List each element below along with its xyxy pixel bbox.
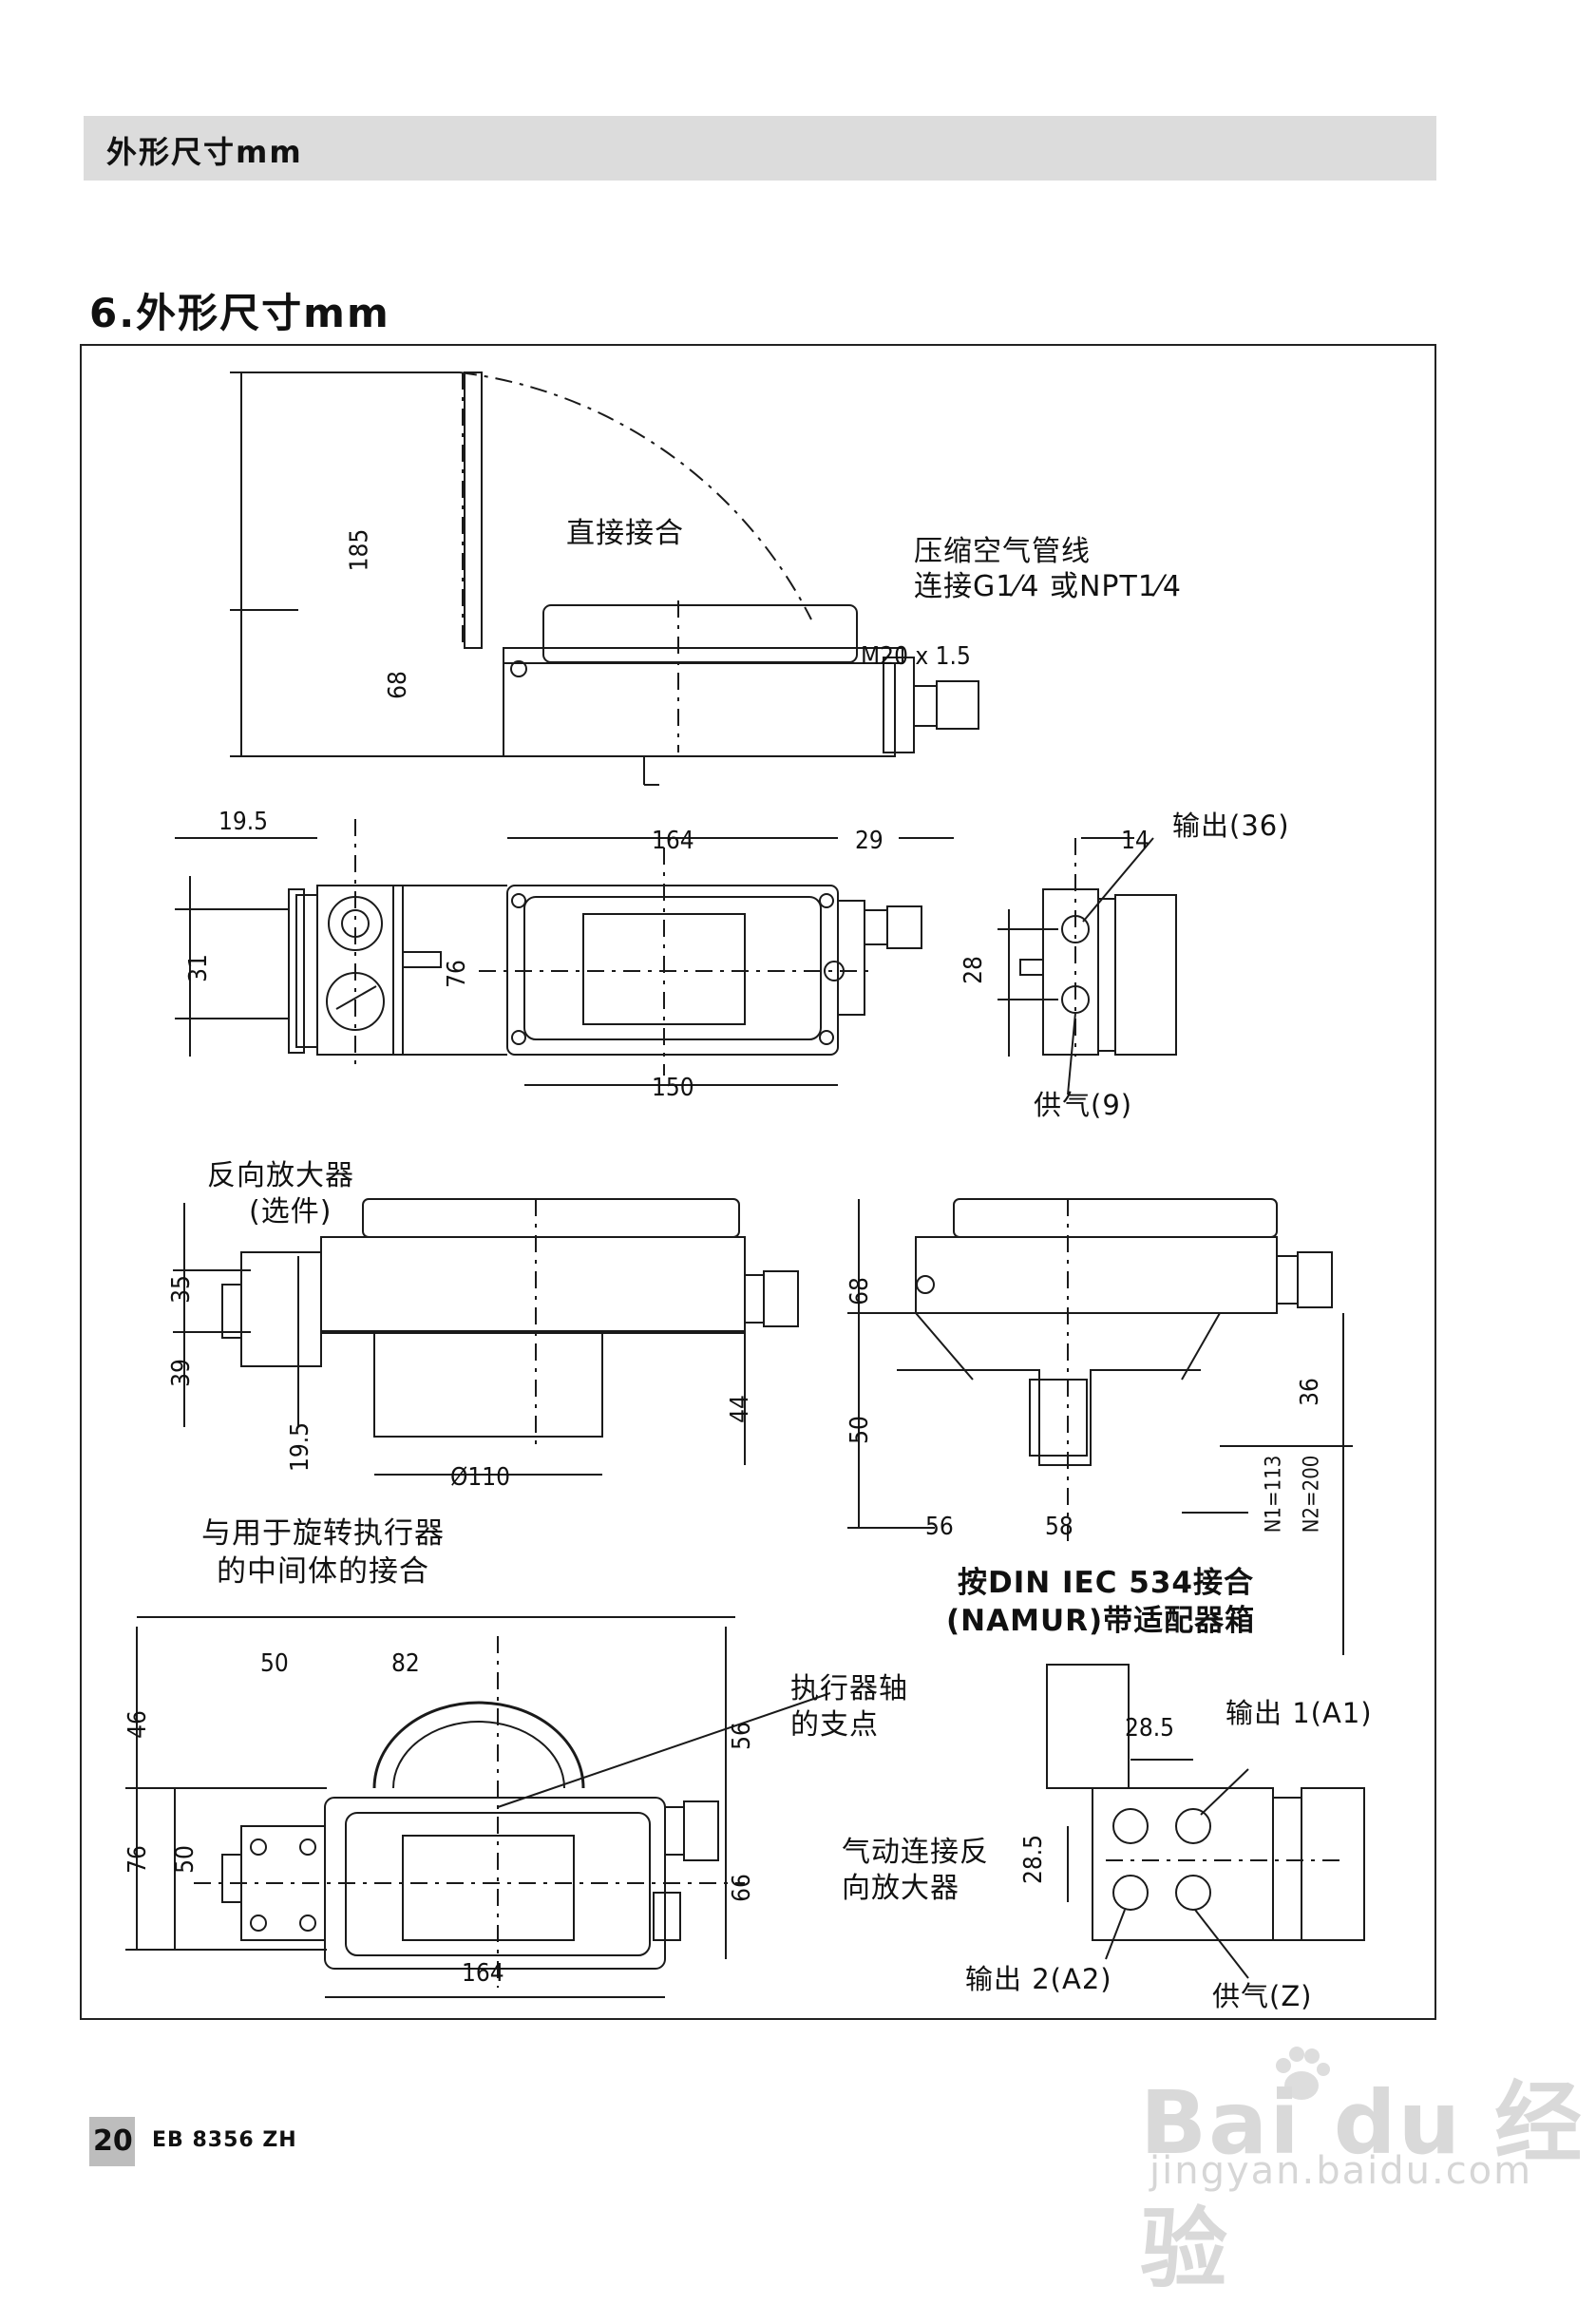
n2-label: N2=200 — [1300, 1455, 1324, 1533]
reversing-amp-label: 反向放大器 — [207, 1159, 354, 1192]
pivot-label-2: 的支点 — [790, 1708, 879, 1742]
air-line-label-2: 连接G1⁄4 或NPT1⁄4 — [914, 570, 1183, 603]
reversing-amp-view — [173, 1198, 799, 1476]
dim-50b-bottom: 50 — [170, 1845, 200, 1874]
namur-view — [847, 1198, 1353, 1655]
right-view — [998, 837, 1177, 1095]
dim-164-front: 164 — [652, 827, 694, 855]
dim-19-5-side: 19.5 — [218, 808, 269, 836]
dim-39: 39 — [166, 1359, 196, 1387]
dim-46: 46 — [123, 1710, 152, 1739]
bottom-view — [125, 1616, 831, 1998]
doc-reference: EB 8356 ZH — [152, 2128, 297, 2152]
technical-drawing — [125, 371, 1365, 1998]
dim-19-5-rev: 19.5 — [286, 1421, 315, 1473]
pneumatic-label-2: 向放大器 — [842, 1872, 960, 1905]
dim-76-bottom: 76 — [123, 1845, 152, 1874]
side-view-left — [175, 819, 442, 1066]
paw-icon — [1276, 2047, 1330, 2100]
supply-z-label: 供气(Z) — [1212, 1980, 1313, 2012]
supply-9-label: 供气(9) — [1034, 1089, 1133, 1121]
dim-31: 31 — [183, 954, 213, 982]
page-number-box: 20 — [89, 2117, 135, 2166]
option-label: (选件) — [249, 1195, 332, 1229]
front-view — [384, 837, 954, 1086]
dim-diameter-110: Ø110 — [450, 1463, 511, 1492]
dim-28-5-h: 28.5 — [1125, 1714, 1175, 1743]
dim-44: 44 — [725, 1395, 754, 1423]
dim-82: 82 — [391, 1649, 420, 1678]
dim-36-namur: 36 — [1295, 1378, 1324, 1406]
dim-50-namur: 50 — [845, 1416, 874, 1444]
dim-68-top: 68 — [383, 671, 412, 699]
dim-76-front: 76 — [442, 960, 471, 988]
n1-label: N1=113 — [1262, 1455, 1286, 1533]
output-2-label: 输出 2(A2) — [965, 1963, 1112, 1995]
dim-50-bottom: 50 — [260, 1649, 289, 1678]
drawing-frame — [80, 344, 1436, 2020]
dim-14: 14 — [1121, 827, 1150, 855]
dim-35: 35 — [166, 1275, 196, 1304]
thread-size-label: M20 x 1.5 — [861, 642, 971, 671]
dim-58-namur: 58 — [1045, 1513, 1074, 1541]
dim-29: 29 — [855, 827, 884, 855]
output-36-label: 输出(36) — [1172, 810, 1290, 842]
header-title: 外形尺寸mm — [106, 134, 303, 170]
dim-66: 66 — [727, 1874, 756, 1902]
namur-caption-1: 按DIN IEC 534接合 — [958, 1566, 1254, 1600]
dim-164-bottom: 164 — [462, 1959, 504, 1988]
pneumatic-label-1: 气动连接反 — [842, 1836, 989, 1869]
dim-28-5-v: 28.5 — [1019, 1834, 1049, 1885]
rotary-caption-2: 的中间体的接合 — [217, 1554, 429, 1589]
rotary-caption-1: 与用于旋转执行器 — [201, 1516, 445, 1551]
page-number: 20 — [93, 2124, 133, 2158]
top-view — [230, 371, 979, 786]
dim-28: 28 — [959, 956, 988, 984]
dim-185: 185 — [345, 528, 374, 572]
dim-56-namur: 56 — [925, 1513, 954, 1541]
output-1-label: 输出 1(A1) — [1226, 1697, 1373, 1729]
watermark-url: jingyan.baidu.com — [1150, 2149, 1533, 2193]
section-title: 6.外形尺寸mm — [89, 290, 390, 336]
header-band — [84, 116, 1436, 181]
namur-caption-2: (NAMUR)带适配器箱 — [946, 1604, 1256, 1638]
dim-68-namur: 68 — [845, 1277, 874, 1305]
pivot-label-1: 执行器轴 — [790, 1672, 908, 1705]
adapter-view — [1046, 1664, 1365, 1979]
dim-150: 150 — [652, 1074, 694, 1102]
dim-56-bottom: 56 — [727, 1722, 756, 1750]
direct-connection-label: 直接接合 — [566, 517, 684, 550]
air-line-label-1: 压缩空气管线 — [914, 535, 1091, 568]
